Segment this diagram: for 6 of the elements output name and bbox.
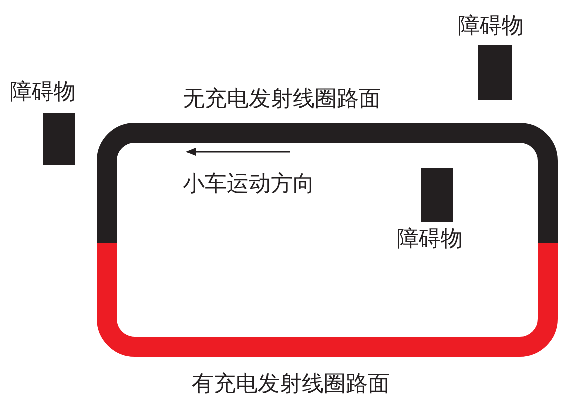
road-section-label: 无充电发射线圈路面 — [183, 87, 381, 113]
obstacle-label: 障碍物 — [397, 227, 463, 253]
road-section-label: 有充电发射线圈路面 — [192, 372, 390, 398]
direction-label: 小车运动方向 — [183, 172, 315, 198]
obstacle-label: 障碍物 — [458, 14, 524, 40]
obstacle-label: 障碍物 — [10, 80, 76, 106]
